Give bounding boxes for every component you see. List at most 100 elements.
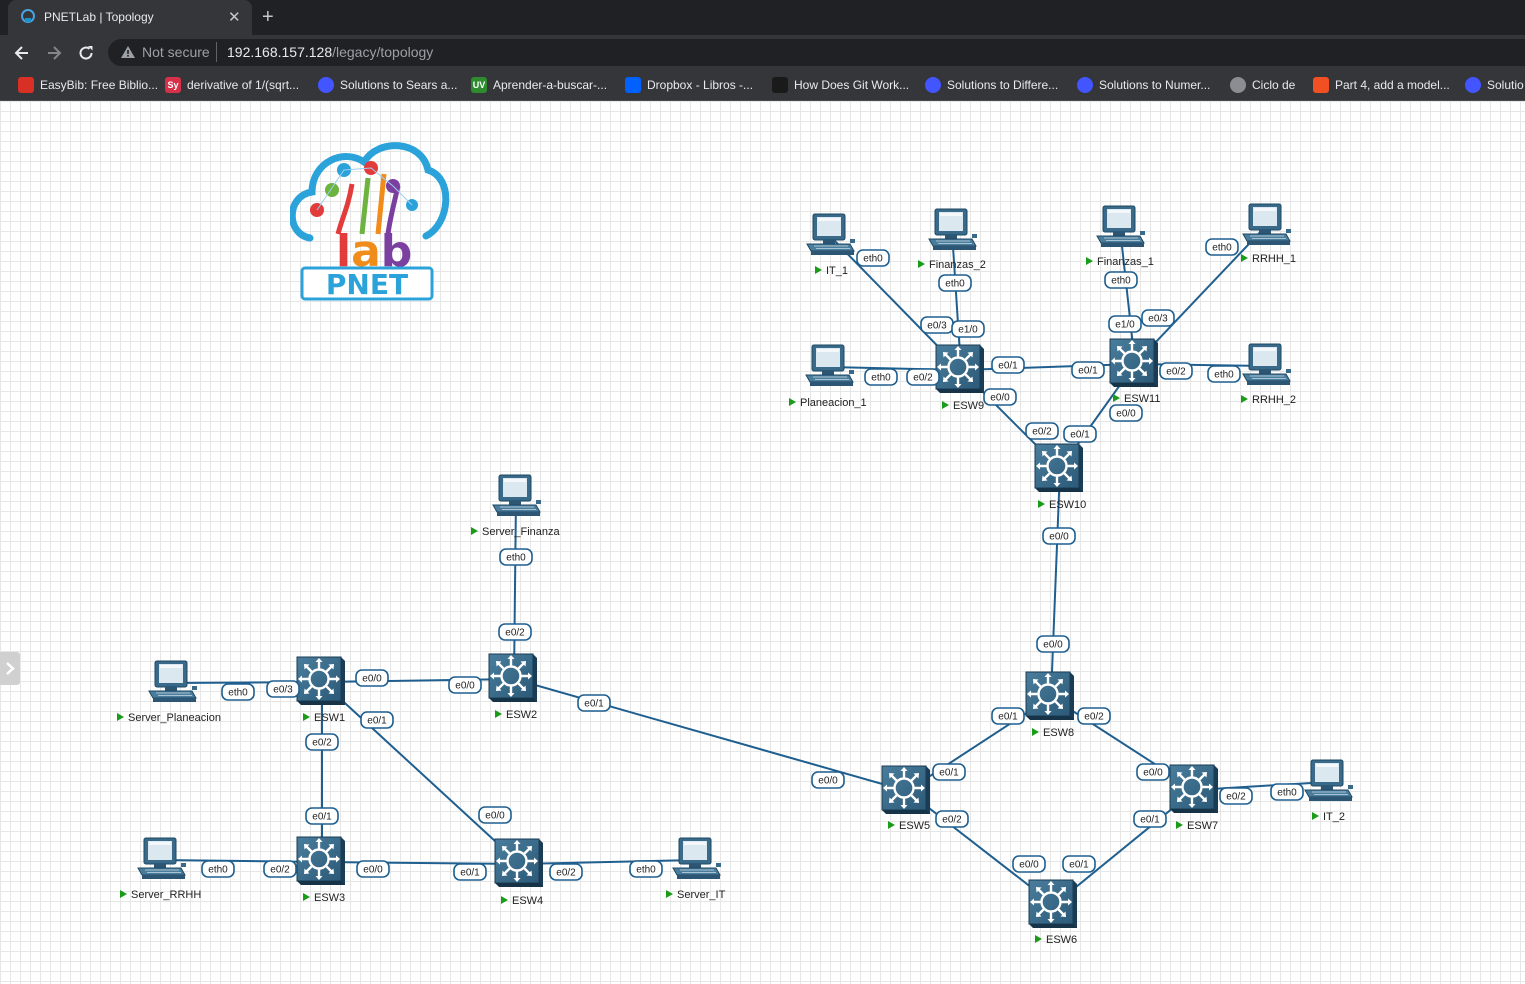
node-label[interactable]: ESW8 [1043,727,1074,739]
interface-label: e0/1 [932,763,966,781]
link-line[interactable] [1050,468,1061,698]
security-status-label[interactable]: Not secure [142,44,210,60]
node-label[interactable]: Server_Finanza [482,526,561,538]
node-label[interactable]: ESW9 [953,400,984,412]
interface-label: eth0 [1104,271,1138,289]
back-icon[interactable] [12,43,32,68]
svg-text:e0/3: e0/3 [1148,314,1168,325]
pc-node[interactable]: Planeacion_1 [789,344,867,409]
node-label[interactable]: ESW11 [1124,393,1160,405]
switch-node[interactable]: ESW9 [934,343,986,412]
node-label[interactable]: ESW4 [512,895,543,907]
node-label[interactable]: ESW2 [506,709,537,721]
switch-node[interactable]: ESW8 [1024,670,1076,739]
node-label[interactable]: ESW3 [314,892,345,904]
pnetlab-favicon-icon [20,9,36,28]
link-line[interactable] [321,678,515,683]
link-line[interactable] [519,859,697,865]
switch-node[interactable]: ESW1 [295,655,347,724]
forward-icon[interactable] [44,43,64,68]
pc-node[interactable]: Finanzas_1 [1086,205,1154,268]
switch-node[interactable]: ESW5 [880,764,932,832]
switch-node[interactable]: ESW2 [487,652,539,721]
quizlet-icon [1465,77,1481,93]
node-label[interactable]: ESW6 [1046,934,1077,946]
link-line[interactable] [513,678,908,792]
link-line[interactable] [160,859,323,863]
switch-icon [487,652,539,704]
node-label[interactable]: Finanzas_2 [929,259,986,271]
running-status-icon [1241,254,1248,262]
interface-label: e0/0 [478,806,512,824]
svg-text:e0/1: e0/1 [584,699,604,710]
url-path: /legacy/topology [332,44,434,60]
pc-node[interactable]: IT_2 [1304,759,1354,823]
node-label[interactable]: ESW7 [1187,820,1218,832]
browser-tab[interactable]: PNETLab | Topology ✕ [8,0,252,35]
tab-close-icon[interactable]: ✕ [228,9,241,26]
sidebar-toggle-button[interactable] [0,652,20,685]
interface-label: eth0 [1207,365,1241,383]
switch-node[interactable]: ESW4 [493,837,545,907]
pc-node[interactable]: Server_IT [666,837,726,901]
link-line[interactable] [321,861,521,865]
interface-label: e0/1 [1062,855,1096,873]
node-label[interactable]: RRHH_1 [1252,253,1296,265]
link-line[interactable] [960,363,1136,371]
switch-node[interactable]: ESW7 [1168,763,1220,832]
topology-canvas[interactable] [0,101,1525,984]
pc-node[interactable]: Server_Planeacion [117,660,221,724]
interface-label: e0/0 [1012,855,1046,873]
svg-text:eth0: eth0 [208,865,228,876]
link-line[interactable] [1134,225,1267,365]
node-label[interactable]: IT_1 [826,265,848,277]
interface-label: e0/2 [498,623,532,641]
link-line[interactable] [321,681,521,865]
switch-node[interactable]: ESW11 [1108,337,1160,405]
switch-node[interactable]: ESW3 [295,835,347,904]
node-label[interactable]: Planeacion_1 [800,397,867,409]
switch-node[interactable]: ESW10 [1033,442,1086,511]
link-line[interactable] [513,496,517,680]
interface-label: e0/3 [266,680,300,698]
pc-node[interactable]: IT_1 [806,213,856,277]
symbolab-icon: Sy [165,77,181,93]
warning-icon[interactable] [120,45,136,62]
node-label[interactable]: RRHH_2 [1252,394,1296,406]
pc-node[interactable]: RRHH_1 [1241,203,1296,265]
svg-text:e0/2: e0/2 [913,373,933,384]
address-bar[interactable]: Not secure 192.168.157.128/legacy/topolo… [108,39,1525,66]
svg-text:e0/1: e0/1 [1140,815,1160,826]
computer-icon [1304,759,1354,802]
reload-icon[interactable] [76,43,96,68]
svg-text:e0/1: e0/1 [1070,430,1090,441]
interface-label: e0/0 [1109,404,1143,422]
interface-label: e0/1 [991,356,1025,374]
node-label[interactable]: ESW1 [314,712,345,724]
svg-text:e0/2: e0/2 [270,865,290,876]
node-label[interactable]: ESW5 [899,820,930,832]
svg-text:eth0: eth0 [1111,276,1131,287]
node-label[interactable]: Server_IT [677,889,726,901]
switch-node[interactable]: ESW6 [1027,878,1079,946]
svg-text:e0/3: e0/3 [273,685,293,696]
url-text[interactable]: 192.168.157.128/legacy/topology [227,44,433,60]
interface-label: e0/2 [549,863,583,881]
node-label[interactable]: Server_Planeacion [128,712,221,724]
computer-icon [148,660,198,703]
node-label[interactable]: Finanzas_1 [1097,256,1154,268]
node-label[interactable]: IT_2 [1323,811,1345,823]
interface-label: e0/1 [360,711,394,729]
svg-text:e0/1: e0/1 [998,712,1018,723]
pc-node[interactable]: Server_Finanza [471,474,561,538]
new-tab-icon[interactable]: + [262,6,274,28]
pc-node[interactable]: Server_RRHH [120,837,201,901]
switch-icon [493,837,545,889]
node-label[interactable]: Server_RRHH [131,889,201,901]
bookmark-label: Dropbox - Libros -... [647,78,754,92]
pc-node[interactable]: Finanzas_2 [918,208,986,271]
computer-icon [492,474,542,517]
node-label[interactable]: ESW10 [1049,499,1086,511]
pc-node[interactable]: RRHH_2 [1241,343,1296,406]
